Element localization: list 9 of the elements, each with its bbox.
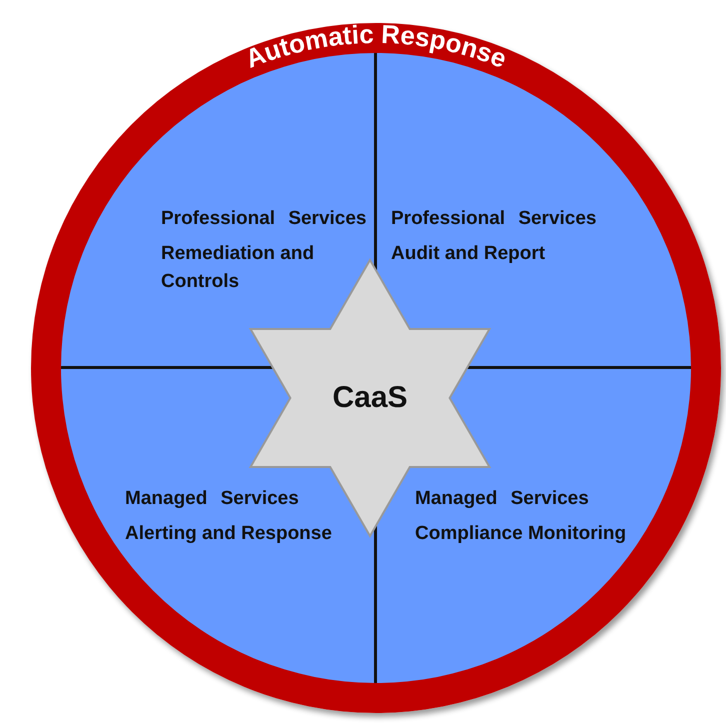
quadrant-text: Remediation and Controls	[161, 242, 316, 294]
quadrant-text: Alerting and Response	[125, 522, 333, 546]
quadrant-text: Compliance Monitoring	[415, 522, 628, 546]
quadrant-heading: Managed Services	[415, 487, 590, 511]
quadrant-heading: Managed Services	[125, 487, 300, 511]
star-label: CaaS	[332, 381, 408, 415]
quadrant-text: Audit and Report	[391, 242, 546, 266]
quadrant-heading: Professional Services	[391, 207, 598, 231]
quadrant-heading: Professional Services	[161, 207, 368, 231]
